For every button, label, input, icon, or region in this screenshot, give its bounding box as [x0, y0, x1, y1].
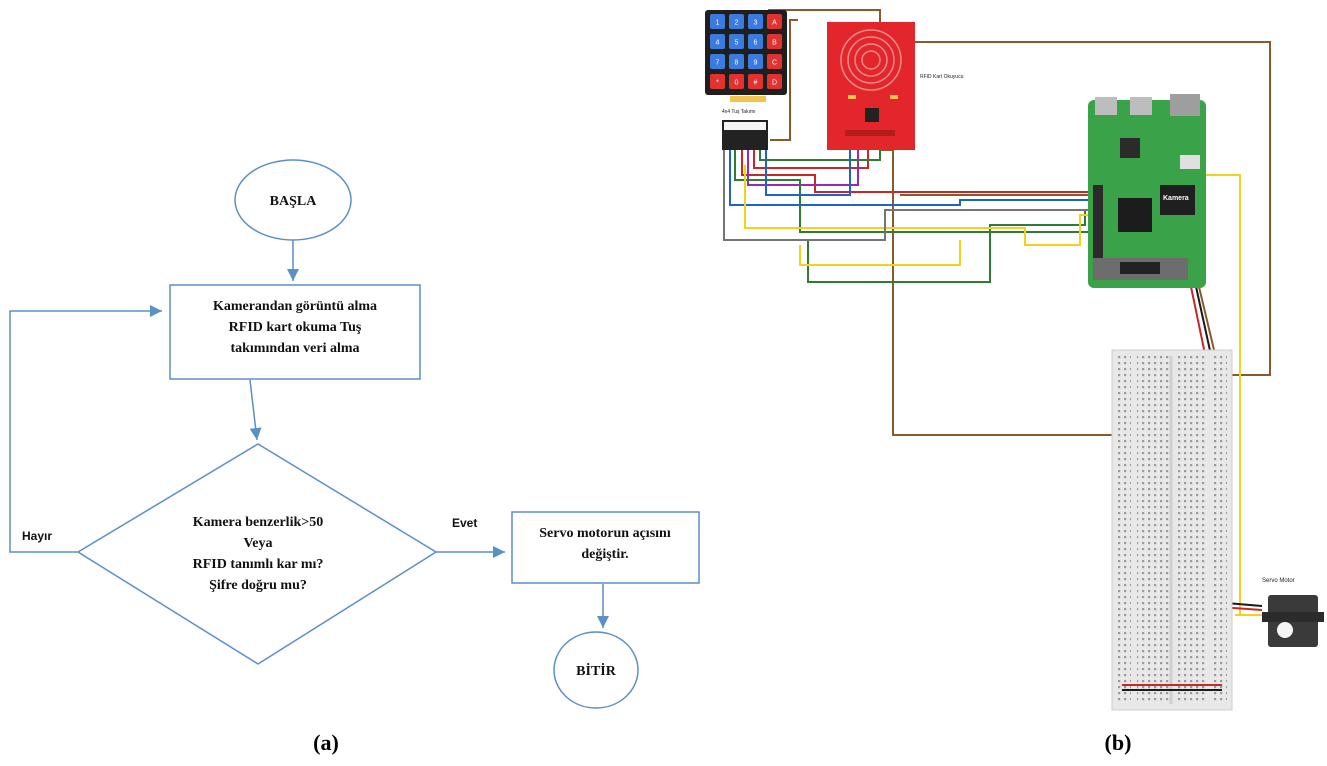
caption-b: (b) [1105, 730, 1132, 755]
servo-motor: Servo Motor [1262, 578, 1324, 647]
decision-line-2: Veya [243, 536, 272, 551]
process-line-3: takımından veri alma [230, 341, 359, 356]
keypad-key [748, 14, 763, 29]
yes-label: Evet [452, 516, 477, 530]
caption-a: (a) [313, 730, 339, 755]
keypad-key-label: 7 [716, 60, 720, 67]
keypad-key [710, 34, 725, 49]
decision-line-3: RFID tanımlı kar mı? [193, 557, 324, 572]
keypad-key [767, 34, 782, 49]
keypad-key-label: D [772, 80, 777, 87]
end-label: BİTİR [576, 662, 617, 679]
arrow-process-decision [249, 379, 262, 441]
keypad-key [729, 14, 744, 29]
process-line-2: RFID kart okuma Tuş [229, 320, 362, 335]
no-label: Hayır [22, 529, 52, 543]
rfid-label: RFID Kart Okuyucu [920, 74, 964, 80]
keypad-key-label: 0 [735, 80, 739, 87]
raspberry-pi: Kamera [1088, 94, 1206, 288]
end-node [553, 631, 639, 709]
keypad-key-label: 3 [754, 20, 758, 27]
keypad-key-label: # [754, 80, 758, 87]
decision-line-4: Şifre doğru mu? [209, 578, 307, 593]
action-line-1: Servo motorun açısını [539, 526, 671, 541]
keypad-key-label: A [772, 20, 777, 27]
keypad-key [748, 34, 763, 49]
camera-label: Kamera [1163, 195, 1189, 202]
flowchart: BAŞLA Kamerandan görüntü alma RFID kart … [9, 159, 700, 709]
action-node [511, 511, 700, 584]
keypad-key [710, 54, 725, 69]
keypad-key-label: * [716, 80, 719, 87]
keypad-key-label: C [772, 60, 777, 67]
keypad-key-label: 5 [735, 40, 739, 47]
keypad-key [767, 74, 782, 89]
arrow-no-loop [9, 305, 162, 553]
keypad-key [748, 74, 763, 89]
keypad-key-label: 4 [716, 40, 720, 47]
keypad-key [767, 14, 782, 29]
breadboard [1111, 349, 1233, 711]
action-line-2: değiştir. [581, 547, 628, 562]
start-label: BAŞLA [270, 194, 318, 209]
keypad-key [767, 54, 782, 69]
servo-label: Servo Motor [1262, 578, 1295, 584]
keypad-key [710, 74, 725, 89]
keypad-key [729, 74, 744, 89]
keypad-key [748, 54, 763, 69]
decision-line-1: Kamera benzerlik>50 [193, 515, 323, 530]
circuit-diagram: 1 2 3 A 4 5 6 B 7 8 9 C * 0 # D 4x4 Tuş Takımı RFID Kar… [705, 9, 1324, 711]
keypad-key [729, 34, 744, 49]
keypad-key-label: 8 [735, 60, 739, 67]
keypad-keys: 1 2 3 A 4 5 6 B 7 8 9 C * 0 # D [710, 14, 782, 89]
process-node [169, 284, 421, 380]
keypad-key-label: 2 [735, 20, 739, 27]
rfid-module: RFID Kart Okuyucu [827, 22, 964, 150]
keypad-module: 1 2 3 A 4 5 6 B 7 8 9 C * 0 # D 4x4 Tuş Takımı [705, 10, 787, 150]
decision-node [76, 443, 438, 665]
keypad-key-label: 9 [754, 60, 758, 67]
keypad-key [729, 54, 744, 69]
keypad-key-label: B [772, 40, 777, 47]
keypad-key [710, 14, 725, 29]
process-line-1: Kamerandan görüntü alma [213, 299, 377, 314]
keypad-label: 4x4 Tuş Takımı [722, 109, 756, 115]
keypad-key-label: 1 [716, 20, 720, 27]
keypad-key-label: 6 [754, 40, 758, 47]
